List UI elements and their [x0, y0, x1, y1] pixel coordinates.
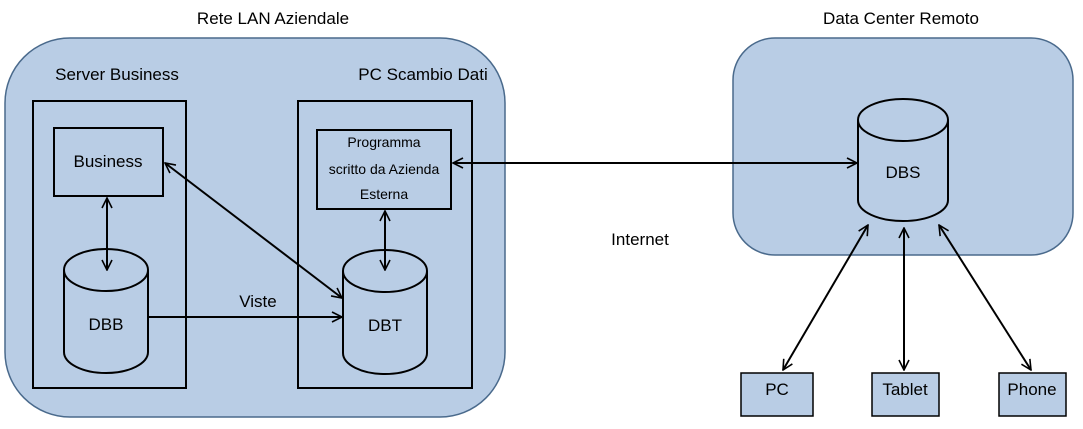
edge-dbs-phone — [939, 225, 1031, 370]
dbb-label: DBB — [89, 315, 124, 334]
server-business-title: Server Business — [55, 65, 179, 84]
tablet-node[interactable]: Tablet — [871, 372, 940, 417]
programma-label-line-3: Esterna — [360, 186, 408, 202]
lan-zone-title: Rete LAN Aziendale — [197, 9, 349, 28]
programma-label-line-2: scritto da Azienda — [329, 161, 440, 177]
dbt-label: DBT — [368, 316, 402, 335]
edge-dbs-pc — [783, 225, 868, 370]
programma-node[interactable]: Programma scritto da Azienda Esterna — [316, 129, 452, 210]
tablet-label: Tablet — [882, 380, 928, 399]
datacenter-zone-title: Data Center Remoto — [823, 9, 979, 28]
pc-label: PC — [765, 380, 789, 399]
pc-scambio-title: PC Scambio Dati — [358, 65, 487, 84]
business-node[interactable]: Business — [53, 127, 164, 197]
programma-label-line-1: Programma — [347, 134, 420, 150]
internet-edge-label: Internet — [611, 230, 669, 249]
edge-business-dbt — [165, 163, 342, 298]
phone-node[interactable]: Phone — [998, 372, 1067, 417]
pc-node[interactable]: PC — [740, 372, 814, 417]
dbt-database[interactable]: DBT — [342, 249, 428, 375]
phone-label: Phone — [1007, 380, 1056, 399]
business-label: Business — [74, 152, 143, 171]
viste-edge-label: Viste — [239, 292, 277, 311]
dbs-label: DBS — [886, 163, 921, 182]
dbs-database[interactable]: DBS — [857, 98, 949, 222]
